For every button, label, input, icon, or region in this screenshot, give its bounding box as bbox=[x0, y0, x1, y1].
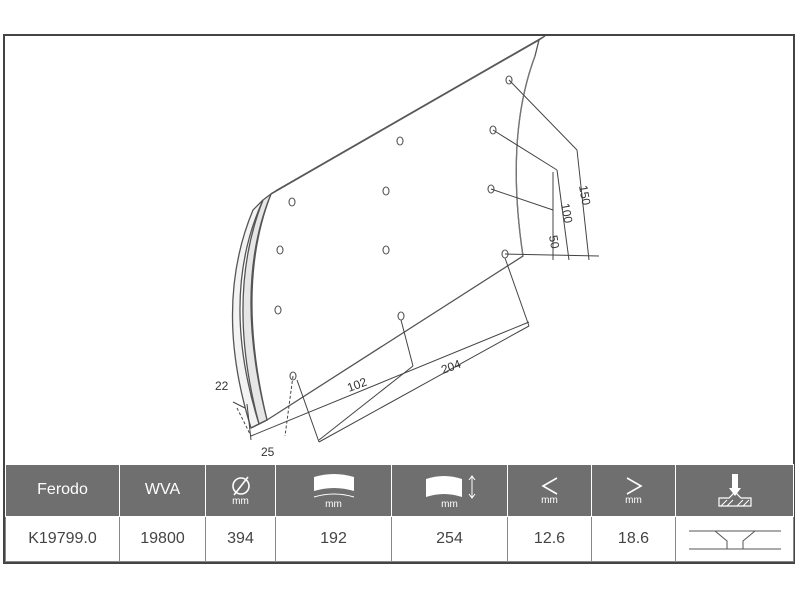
value-rivet-profile bbox=[675, 515, 794, 563]
rivet-hole-profile-icon bbox=[688, 530, 781, 550]
countersink-drill-icon bbox=[717, 474, 752, 507]
header-countersink bbox=[675, 464, 794, 517]
width-unit: mm bbox=[325, 498, 342, 510]
value-min-thickness: 12.6 bbox=[507, 515, 592, 563]
value-width: 192 bbox=[275, 515, 392, 563]
dimension-lines bbox=[232, 79, 600, 443]
dimension-102: 102 bbox=[345, 375, 369, 395]
value-max-thickness: 18.6 bbox=[591, 515, 676, 563]
header-wva: WVA bbox=[119, 464, 206, 517]
header-diameter: mm bbox=[205, 464, 276, 517]
dimension-204: 204 bbox=[439, 357, 463, 377]
greater-than-icon bbox=[626, 477, 643, 495]
brake-lining-drawing: 22 25 102 204 50 100 150 bbox=[215, 36, 600, 459]
length-arc-icon bbox=[425, 474, 475, 499]
value-brand: K19799.0 bbox=[5, 515, 120, 563]
header-min-thickness: mm bbox=[507, 464, 592, 517]
header-max-thickness: mm bbox=[591, 464, 676, 517]
brake-lining-shape bbox=[231, 36, 546, 429]
diameter-unit: mm bbox=[232, 495, 249, 507]
product-sheet: 22 25 102 204 50 100 150 Ferodo WVA mm bbox=[3, 34, 795, 564]
dimension-150: 150 bbox=[576, 184, 593, 206]
dimension-50: 50 bbox=[546, 234, 562, 250]
min-unit: mm bbox=[541, 494, 558, 506]
header-length: mm bbox=[391, 464, 508, 517]
header-brand: Ferodo bbox=[5, 464, 120, 517]
dimension-22: 22 bbox=[215, 379, 229, 393]
diameter-icon bbox=[231, 476, 250, 496]
spec-header-row: Ferodo WVA mm mm bbox=[5, 464, 794, 517]
less-than-icon bbox=[540, 477, 557, 495]
width-arc-icon bbox=[313, 473, 354, 498]
spec-value-row: K19799.0 19800 394 192 254 12.6 18.6 bbox=[5, 515, 794, 563]
value-diameter: 394 bbox=[205, 515, 276, 563]
header-width: mm bbox=[275, 464, 392, 517]
dimension-100: 100 bbox=[558, 202, 575, 224]
dimension-25: 25 bbox=[261, 445, 275, 459]
value-length: 254 bbox=[391, 515, 508, 563]
max-unit: mm bbox=[625, 494, 642, 506]
length-unit: mm bbox=[441, 498, 458, 510]
value-wva: 19800 bbox=[119, 515, 206, 563]
spec-table: Ferodo WVA mm mm bbox=[5, 464, 794, 563]
